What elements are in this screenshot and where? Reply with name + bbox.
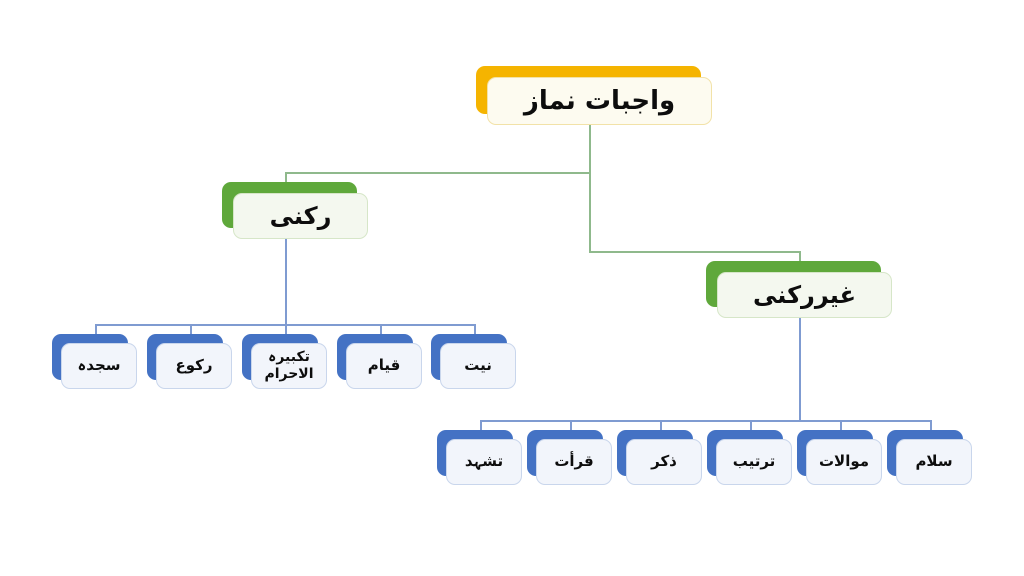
leaf-node-label: نیت <box>440 343 516 389</box>
leaf-node-label: قرأت <box>536 439 612 485</box>
node-leaf-salam[interactable]: سلام <box>887 430 972 485</box>
connector-rukni-leaf-5 <box>474 324 476 340</box>
connector-ghairrukni-leaf-3 <box>660 420 662 436</box>
node-leaf-tarteeb[interactable]: ترتیب <box>707 430 792 485</box>
leaf-node-label: قیام <box>346 343 422 389</box>
node-leaf-mawalat[interactable]: موالات <box>797 430 882 485</box>
node-leaf-tashahhud[interactable]: تشہد <box>437 430 522 485</box>
leaf-node-label: ترتیب <box>716 439 792 485</box>
connector-ghairrukni-bus <box>480 420 932 422</box>
node-leaf-niyyat[interactable]: نیت <box>431 334 516 389</box>
root-node-label: واجبات نماز <box>487 77 712 125</box>
connector-ghairrukni-leaf-5 <box>840 420 842 436</box>
connector-root-stem <box>589 118 591 174</box>
node-root-wajibat-e-namaz[interactable]: واجبات نماز <box>476 66 712 125</box>
node-branch-ghair-rukni[interactable]: غیررکنی <box>706 261 892 318</box>
connector-ghairrukni-drop <box>799 251 801 267</box>
connector-rukni-stem <box>285 234 287 325</box>
connector-ghairrukni-leaf-6 <box>930 420 932 436</box>
leaf-node-label: موالات <box>806 439 882 485</box>
connector-root-to-rukni <box>285 172 591 174</box>
node-leaf-ruku[interactable]: رکوع <box>147 334 232 389</box>
node-leaf-sajda[interactable]: سجدہ <box>52 334 137 389</box>
node-leaf-qirat[interactable]: قرأت <box>527 430 612 485</box>
leaf-node-label: تکبیرہ الاحرام <box>251 343 327 389</box>
leaf-node-label: سلام <box>896 439 972 485</box>
connector-rukni-drop <box>285 172 287 188</box>
leaf-node-label: ذکر <box>626 439 702 485</box>
connector-rukni-leaf-3 <box>285 324 287 340</box>
node-leaf-qiyam[interactable]: قیام <box>337 334 422 389</box>
branch-node-label: غیررکنی <box>717 272 892 318</box>
connector-rukni-leaf-2 <box>190 324 192 340</box>
connector-root-to-ghairrukni <box>589 251 801 253</box>
leaf-node-label: سجدہ <box>61 343 137 389</box>
connector-rukni-leaf-1 <box>95 324 97 340</box>
leaf-node-label: رکوع <box>156 343 232 389</box>
node-leaf-zikr[interactable]: ذکر <box>617 430 702 485</box>
connector-ghairrukni-stem <box>799 313 801 421</box>
node-leaf-takbeer-e-ehram[interactable]: تکبیرہ الاحرام <box>242 334 327 389</box>
connector-root-down <box>589 172 591 252</box>
leaf-node-label: تشہد <box>446 439 522 485</box>
connector-ghairrukni-leaf-2 <box>570 420 572 436</box>
node-branch-rukni[interactable]: رکنی <box>222 182 368 239</box>
branch-node-label: رکنی <box>233 193 368 239</box>
connector-ghairrukni-leaf-4 <box>750 420 752 436</box>
connector-rukni-leaf-4 <box>380 324 382 340</box>
connector-ghairrukni-leaf-1 <box>480 420 482 436</box>
